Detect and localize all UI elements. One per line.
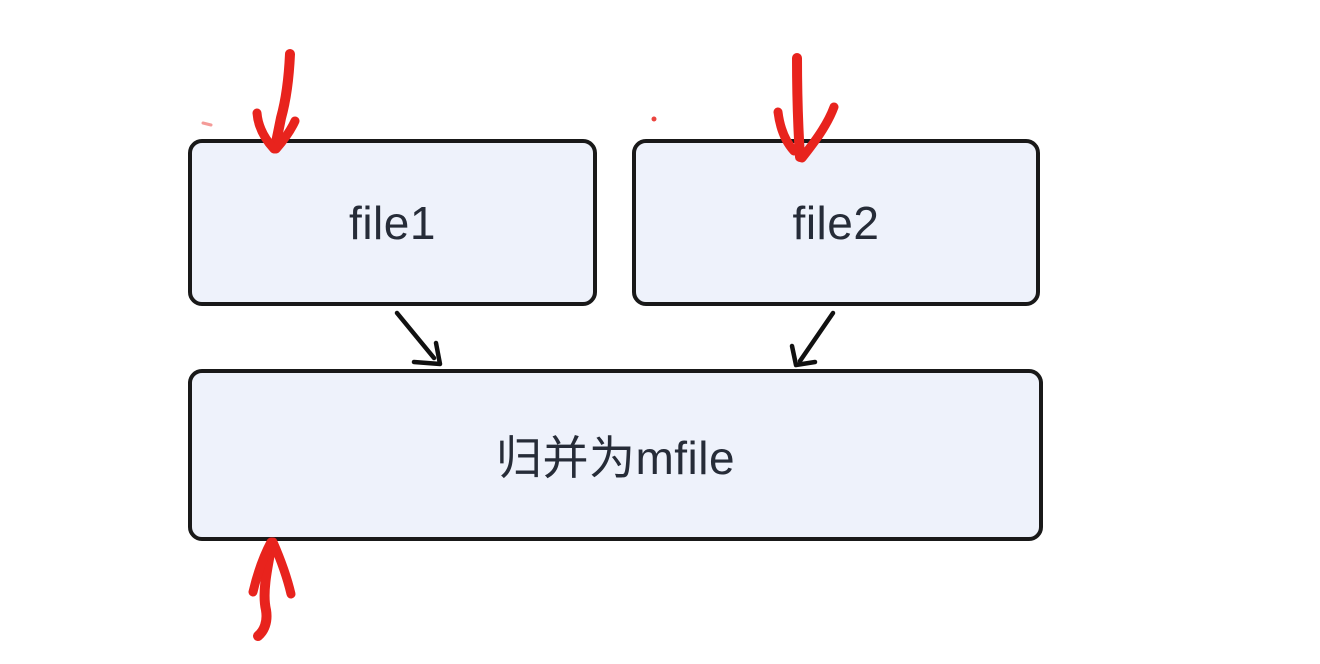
red-stray-dash [201, 121, 213, 127]
node-merge-label: 归并为mfile [495, 432, 736, 484]
node-file1: file1 [188, 139, 597, 306]
node-merge: 归并为mfile [188, 369, 1043, 541]
red-arrow-down-file1-icon [252, 49, 300, 154]
node-file2: file2 [632, 139, 1040, 306]
red-arrow-up-merge-icon [248, 537, 296, 641]
red-stray-dot [651, 116, 657, 122]
node-file1-label: file1 [349, 196, 436, 249]
edge-file1-to-merge-arrow [394, 310, 443, 367]
node-file2-label: file2 [792, 196, 880, 249]
edge-file2-to-merge-arrow [789, 310, 836, 368]
